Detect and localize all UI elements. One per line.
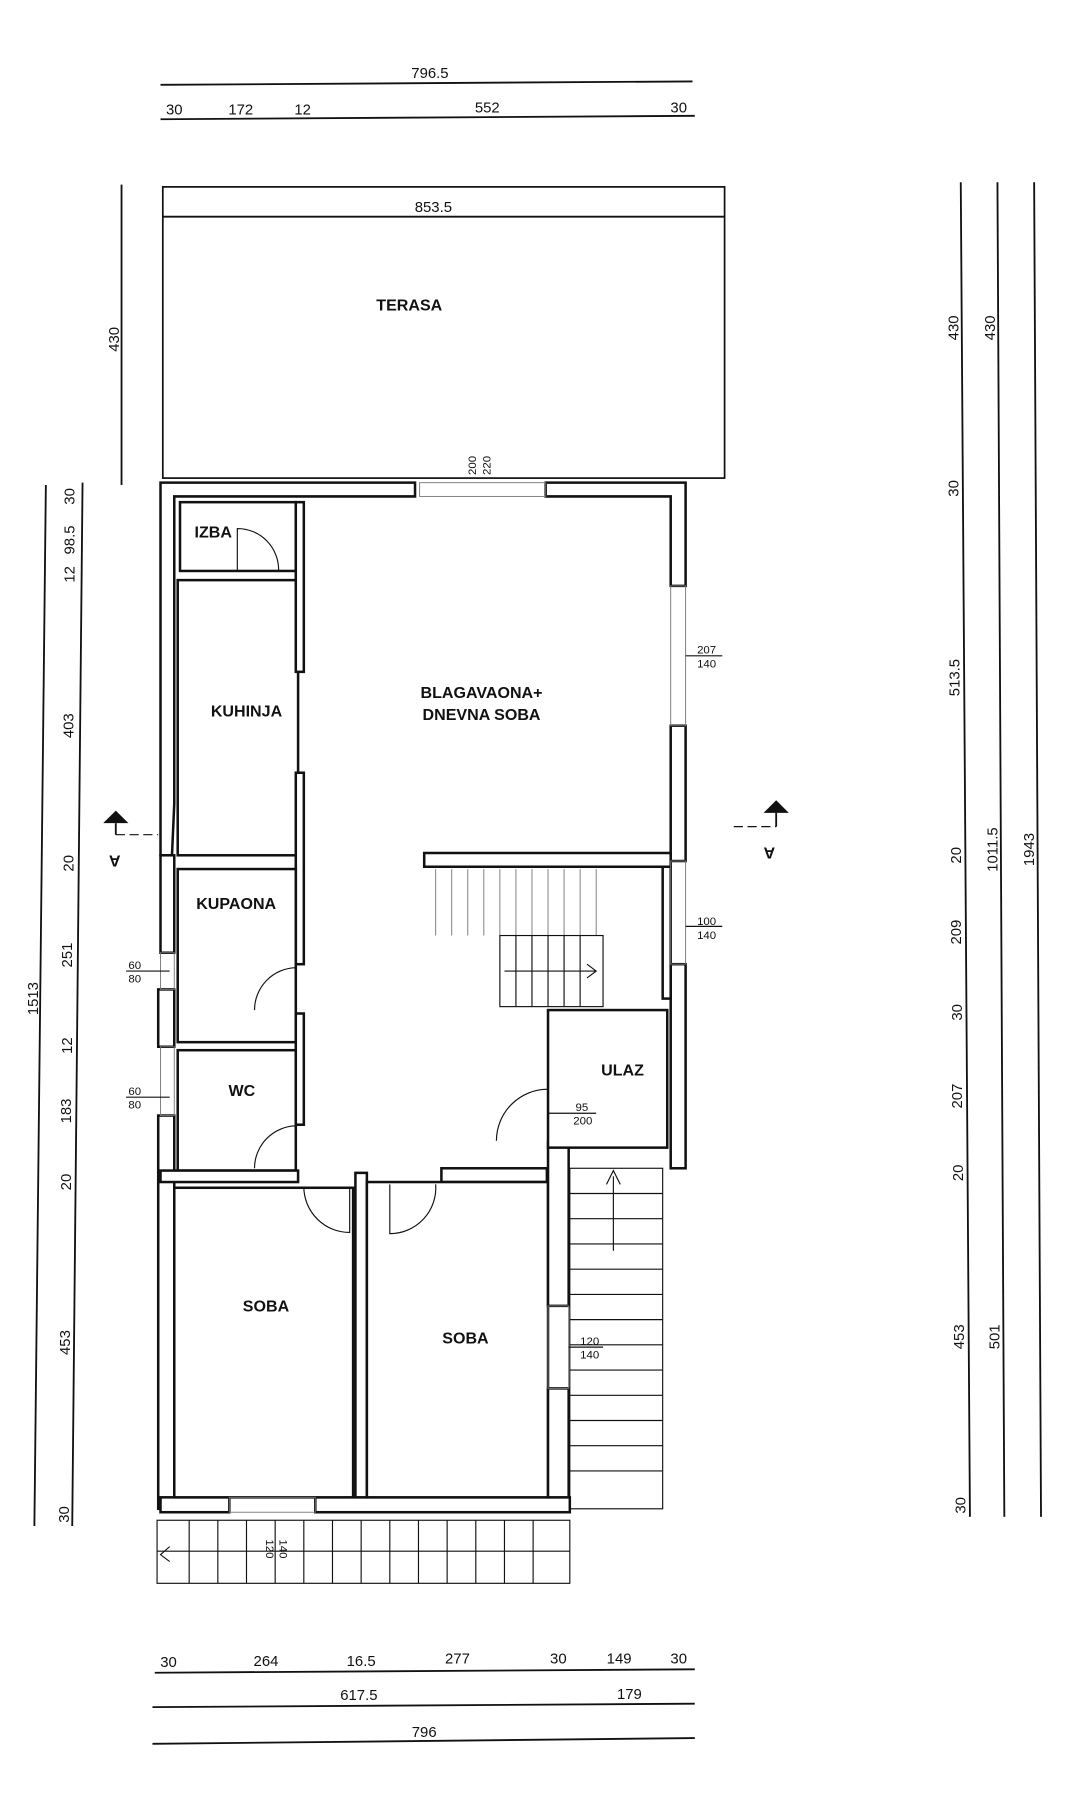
dim-label: 179 bbox=[617, 1687, 642, 1703]
room-label-dnevna-soba: DNEVNA SOBA bbox=[423, 706, 541, 724]
opening-height: 140 bbox=[697, 930, 716, 942]
room-labels: IZBA KUHINJA BLAGAVAONA+ DNEVNA SOBA KUP… bbox=[195, 524, 645, 1348]
opening-width: 95 bbox=[576, 1102, 589, 1114]
section-label: A bbox=[108, 851, 120, 869]
room-label-soba: SOBA bbox=[442, 1330, 489, 1348]
opening-width: 120 bbox=[580, 1336, 599, 1348]
opening-height: 200 bbox=[573, 1116, 592, 1128]
opening-height: 140 bbox=[580, 1350, 599, 1362]
dim-label: 430 bbox=[983, 315, 999, 340]
dim-label: 12 bbox=[63, 566, 79, 583]
dim-label: 1943 bbox=[1022, 833, 1038, 866]
opening-width: 207 bbox=[697, 645, 716, 657]
dim-label: 1011.5 bbox=[985, 827, 1001, 871]
room-label-kupaona: KUPAONA bbox=[196, 895, 276, 913]
dim-label: 501 bbox=[988, 1324, 1004, 1349]
dim-label: 20 bbox=[951, 1165, 967, 1182]
dim-label: 20 bbox=[949, 847, 965, 864]
room-label-blagavaona: BLAGAVAONA+ bbox=[421, 684, 543, 702]
dim-label: 12 bbox=[294, 103, 311, 119]
dim-label: 453 bbox=[952, 1324, 968, 1349]
dim-label: 30 bbox=[57, 1506, 73, 1523]
dim-label: 30 bbox=[550, 1652, 567, 1668]
dim-label: 30 bbox=[670, 1652, 687, 1668]
dim-label: 251 bbox=[60, 943, 76, 968]
dim-label: 617.5 bbox=[340, 1688, 377, 1704]
dim-label: 30 bbox=[160, 1655, 177, 1671]
dim-label: 30 bbox=[946, 480, 962, 497]
section-label: A bbox=[763, 843, 775, 861]
dim-label: 403 bbox=[61, 713, 77, 738]
dim-label: 30 bbox=[670, 100, 687, 116]
dim-label: 30 bbox=[953, 1497, 969, 1514]
dim-label: 513.5 bbox=[948, 659, 964, 696]
opening-height: 220 bbox=[482, 456, 494, 475]
room-label-soba: SOBA bbox=[243, 1298, 290, 1316]
dim-label: 98.5 bbox=[63, 526, 79, 555]
dim-label: 12 bbox=[60, 1037, 76, 1054]
opening-width: 60 bbox=[128, 960, 141, 972]
opening-width: 60 bbox=[128, 1086, 141, 1098]
dim-label: 552 bbox=[475, 100, 500, 116]
opening-width: 100 bbox=[697, 916, 716, 928]
left-dimensions: 1513 30 12 98.5 403 20 251 12 183 20 453… bbox=[26, 482, 84, 1526]
interior-stairs bbox=[435, 869, 604, 1008]
dim-label: 20 bbox=[61, 855, 77, 872]
terrace: 853.5 TERASA 430 bbox=[107, 184, 726, 485]
opening-height: 140 bbox=[697, 658, 716, 670]
dim-label: 1513 bbox=[26, 982, 42, 1015]
opening-height: 140 bbox=[277, 1539, 289, 1558]
exterior-stairs bbox=[156, 1167, 664, 1584]
dim-terrace-width: 853.5 bbox=[415, 200, 452, 216]
dim-label: 453 bbox=[58, 1330, 74, 1355]
dim-label: 30 bbox=[63, 488, 79, 505]
room-label-terasa: TERASA bbox=[376, 297, 442, 315]
walls bbox=[156, 481, 687, 1514]
room-label-izba: IZBA bbox=[195, 524, 233, 542]
dim-label: 430 bbox=[946, 315, 962, 340]
dim-label: 264 bbox=[254, 1654, 279, 1670]
dim-top-total: 796.5 bbox=[411, 66, 448, 82]
section-marker-right: A bbox=[733, 800, 789, 861]
opening-labels: 200 220 207 140 100 140 60 80 60 80 95 2… bbox=[126, 456, 723, 1558]
dim-label: 207 bbox=[950, 1084, 966, 1109]
right-dimensions: 430 30 513.5 20 209 30 207 20 453 30 430… bbox=[946, 182, 1042, 1517]
dim-label: 16.5 bbox=[347, 1654, 376, 1670]
top-dimensions: 796.5 30 172 12 552 30 bbox=[160, 66, 695, 121]
dim-label: 172 bbox=[228, 103, 253, 119]
room-label-ulaz: ULAZ bbox=[601, 1061, 644, 1079]
opening-width: 200 bbox=[467, 456, 479, 475]
dim-label: 20 bbox=[59, 1174, 75, 1191]
dim-label: 183 bbox=[59, 1099, 75, 1124]
opening-height: 80 bbox=[128, 1100, 141, 1112]
room-label-wc: WC bbox=[229, 1082, 256, 1100]
dim-label: 149 bbox=[607, 1652, 632, 1668]
opening-height: 80 bbox=[128, 974, 141, 986]
dim-label: 796 bbox=[412, 1725, 437, 1741]
bottom-dimensions: 30 264 16.5 277 30 149 30 617.5 179 796 bbox=[152, 1652, 695, 1745]
dim-label: 209 bbox=[949, 920, 965, 945]
dim-terrace-depth: 430 bbox=[107, 327, 123, 352]
room-label-kuhinja: KUHINJA bbox=[211, 703, 283, 721]
dim-label: 30 bbox=[166, 103, 183, 119]
opening-width: 120 bbox=[263, 1539, 275, 1558]
dim-label: 277 bbox=[445, 1652, 470, 1668]
dim-label: 30 bbox=[950, 1004, 966, 1021]
section-marker-left: A bbox=[103, 810, 159, 869]
